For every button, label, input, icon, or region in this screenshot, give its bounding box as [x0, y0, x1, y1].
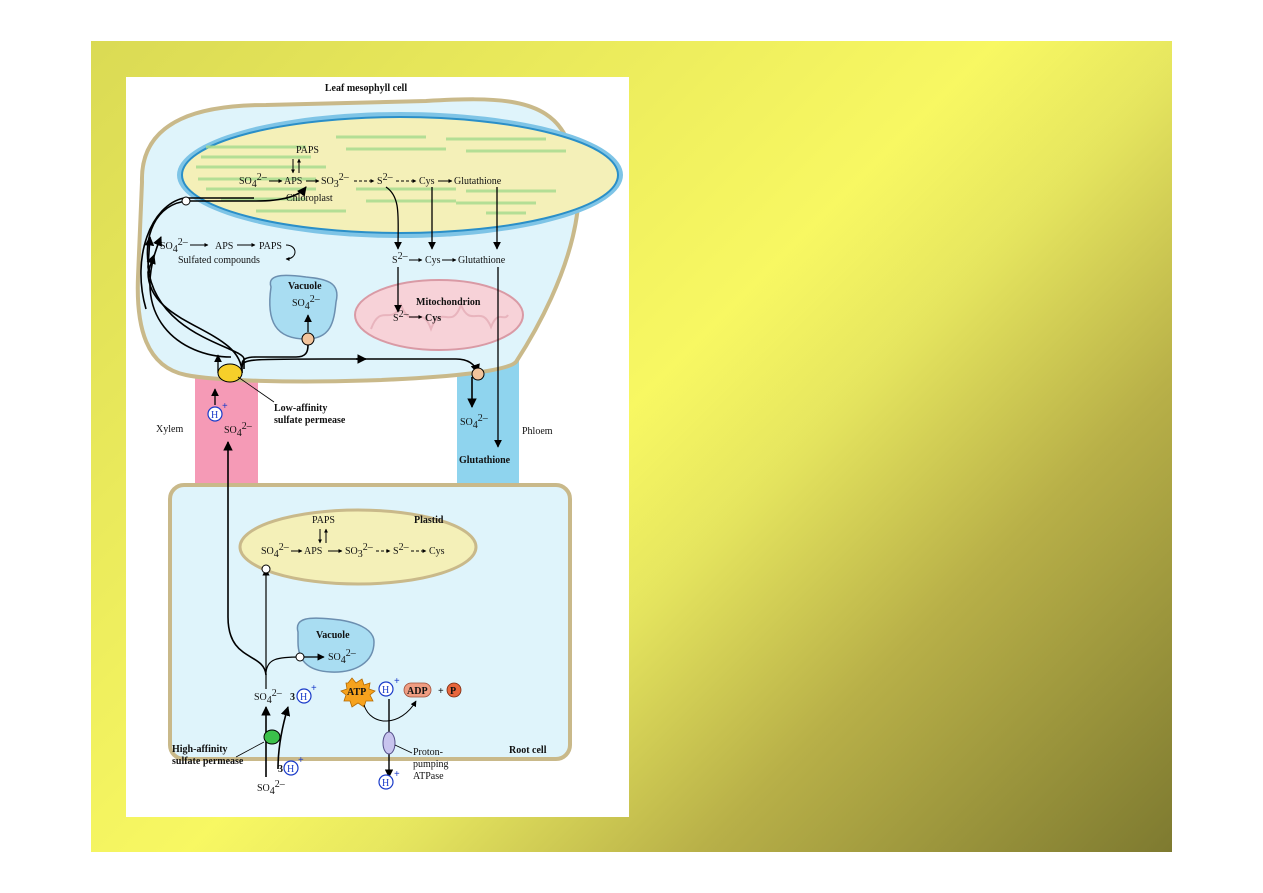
- proton-pumping-atpase: [382, 731, 396, 755]
- chloroplast-cys: Cys: [419, 176, 435, 187]
- chloroplast-transporter: [181, 196, 191, 206]
- atpase-label-1: Proton-: [413, 747, 443, 758]
- xylem-label: Xylem: [156, 424, 183, 435]
- root-so4: SO42–: [254, 688, 283, 706]
- leaf-vacuole-so4: SO42–: [292, 294, 321, 312]
- chloroplast-paps: PAPS: [296, 145, 319, 156]
- plastid-s2: S2–: [393, 542, 410, 557]
- atp-burst-icon: [340, 677, 376, 708]
- root-vacuole: [296, 617, 375, 673]
- svg-text:H: H: [382, 778, 389, 789]
- cytosol-so4: SO42–: [160, 237, 189, 255]
- chloroplast-glutathione: Glutathione: [454, 176, 502, 187]
- low-affinity-permease: [217, 363, 243, 383]
- plastid-aps: APS: [304, 546, 322, 557]
- high-affinity-label-2: sulfate permease: [172, 756, 244, 767]
- plastid-so3: SO32–: [345, 542, 374, 560]
- phloem-label: Phloem: [522, 426, 553, 437]
- phloem-glutathione: Glutathione: [459, 455, 511, 466]
- chloroplast-label: Chloroplast: [286, 193, 333, 204]
- svg-text:H: H: [300, 692, 307, 703]
- root-cell-label: Root cell: [509, 745, 547, 756]
- sulfate-assimilation-figure: Leaf mesophyll cell PAPS SO42– APS SO32–…: [126, 77, 629, 817]
- svg-text:+: +: [311, 683, 317, 694]
- atpase-label-3: ATPase: [413, 771, 444, 782]
- sulfate-pathway-diagram: Leaf mesophyll cell PAPS SO42– APS SO32–…: [135, 83, 623, 797]
- phloem-so4: SO42–: [460, 413, 489, 431]
- plastid-transporter: [261, 564, 271, 574]
- plastid-paps: PAPS: [312, 515, 335, 526]
- chloroplast: [177, 112, 623, 238]
- leaf-vacuole-label: Vacuole: [288, 281, 322, 292]
- svg-text:3: 3: [278, 764, 283, 775]
- root-vacuole-label: Vacuole: [316, 630, 350, 641]
- root-proton-icon: [296, 688, 312, 704]
- svg-text:+: +: [394, 769, 400, 780]
- svg-text:H: H: [287, 764, 294, 775]
- chloroplast-aps: APS: [284, 176, 302, 187]
- outside-so4: SO42–: [257, 779, 286, 797]
- low-affinity-label-1: Low-affinity: [274, 403, 327, 414]
- root-vacuole-so4: SO42–: [328, 648, 357, 666]
- adp-label: ADP: [407, 686, 428, 697]
- pi-label: P: [450, 686, 456, 697]
- svg-text:3: 3: [290, 692, 295, 703]
- svg-text:+: +: [438, 686, 444, 697]
- svg-text:H: H: [211, 410, 218, 421]
- plastid-so4: SO42–: [261, 542, 290, 560]
- mito-s2: S2–: [393, 309, 410, 324]
- phloem-transporter: [471, 367, 485, 381]
- chloroplast-so4: SO42–: [239, 172, 268, 190]
- cytosol-s2: S2–: [392, 251, 409, 266]
- root-vacuole-transporter: [295, 652, 305, 662]
- adp-badge: [403, 682, 432, 698]
- chloroplast-so3: SO32–: [321, 172, 350, 190]
- leaf-cell-label: Leaf mesophyll cell: [325, 83, 407, 94]
- svg-text:+: +: [298, 755, 304, 766]
- high-affinity-label-1: High-affinity: [172, 744, 228, 755]
- high-affinity-permease: [263, 729, 281, 745]
- vacuole-transporter: [301, 332, 315, 346]
- xylem-proton-icon: [207, 406, 223, 422]
- atpase-proton-icon: [378, 681, 394, 697]
- plastid-label: Plastid: [414, 515, 444, 526]
- atp-label: ATP: [347, 687, 366, 698]
- svg-text:H: H: [382, 685, 389, 696]
- cytosol-paps: PAPS: [259, 241, 282, 252]
- chloroplast-s2: S2–: [377, 172, 394, 187]
- xylem-vessel: [195, 365, 258, 485]
- mitochondrion-label: Mitochondrion: [416, 297, 481, 308]
- atpase-label-2: pumping: [413, 759, 449, 770]
- outside-proton-icon: [283, 760, 299, 776]
- sulfated-compounds: Sulfated compounds: [178, 255, 260, 266]
- svg-text:+: +: [222, 401, 228, 412]
- low-affinity-label-2: sulfate permease: [274, 415, 346, 426]
- plastid: [238, 508, 478, 586]
- exported-proton-icon: [378, 774, 394, 790]
- leaf-vacuole: [269, 274, 338, 340]
- cytosol-cys: Cys: [425, 255, 441, 266]
- plastid-cys: Cys: [429, 546, 445, 557]
- svg-text:+: +: [394, 676, 400, 687]
- pi-icon: [446, 682, 462, 698]
- cytosol-aps: APS: [215, 241, 233, 252]
- mito-cys: Cys: [425, 313, 441, 324]
- cytosol-glutathione: Glutathione: [458, 255, 506, 266]
- xylem-so4: SO42–: [224, 421, 253, 439]
